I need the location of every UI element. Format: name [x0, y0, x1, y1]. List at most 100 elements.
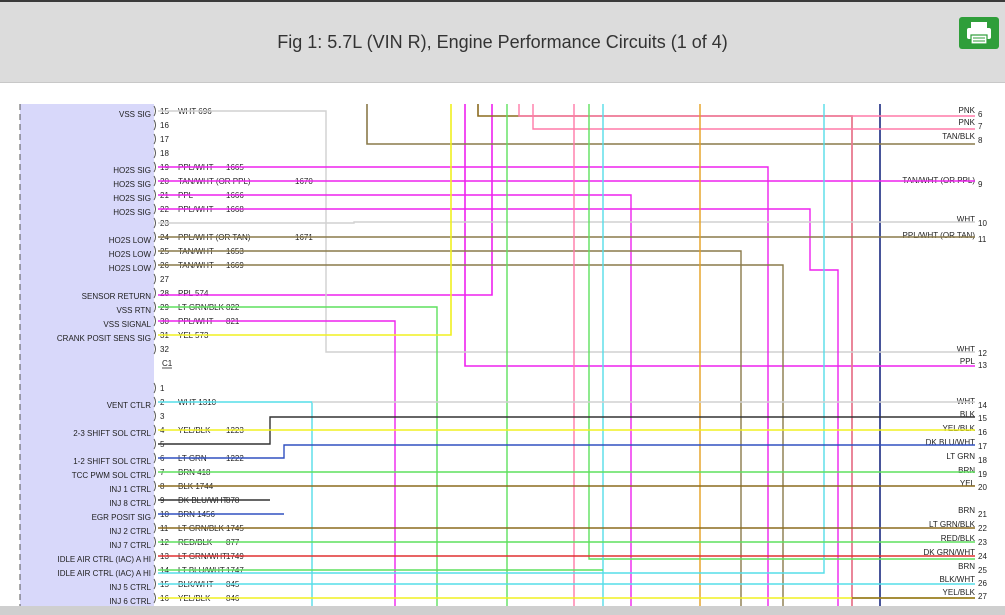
wire-wht-10 [158, 221, 975, 224]
pin-function-label: HO2S SIG [113, 194, 151, 203]
pin-function-label: INJ 6 CTRL [109, 597, 151, 606]
pin-function-label: VSS SIG [119, 110, 151, 119]
wire-ppl-1666 [158, 194, 632, 609]
right-terminal-number: 8 [978, 136, 983, 145]
pin-bracket [153, 466, 156, 478]
right-wire-label: BLK/WHT [939, 575, 975, 584]
print-button[interactable] [959, 17, 999, 49]
pin-bracket [153, 564, 156, 576]
right-terminal-number: 7 [978, 122, 983, 131]
right-wire-label: WHT [957, 345, 975, 354]
pin-bracket [153, 175, 156, 187]
wire-color-label: PPL 574 [178, 289, 209, 298]
pin-function-label: TCC PWM SOL CTRL [72, 471, 152, 480]
bottom-scrollbar[interactable] [0, 606, 1005, 615]
pin-bracket [153, 161, 156, 173]
wire-yel-573 [158, 104, 452, 336]
pin-bracket [153, 494, 156, 506]
right-wire-label: WHT [957, 215, 975, 224]
pin-bracket [153, 410, 156, 422]
ecm-module-box [20, 104, 154, 609]
right-wire-label: PPL [960, 357, 976, 366]
right-wire-label: YEL [960, 479, 976, 488]
wire-pnk-7 [532, 104, 975, 130]
wire-pplwht-1668 [158, 208, 839, 609]
pin-bracket [153, 592, 156, 604]
right-wire-label: LT GRN [946, 452, 975, 461]
pin-function-label: VENT CTLR [107, 401, 152, 410]
wire-dkgrnwht-24 [588, 104, 975, 560]
right-terminal-number: 18 [978, 456, 987, 465]
pin-bracket [153, 578, 156, 590]
pin-bracket [153, 329, 156, 341]
pin-bracket [153, 550, 156, 562]
pin-bracket [153, 217, 156, 229]
pin-function-label: INJ 8 CTRL [109, 499, 151, 508]
right-terminal-number: 16 [978, 428, 987, 437]
right-terminal-number: 25 [978, 566, 987, 575]
pin-function-label: HO2S SIG [113, 166, 151, 175]
pin-function-label: 1-2 SHIFT SOL CTRL [73, 457, 151, 466]
pin-function-label: INJ 5 CTRL [109, 583, 151, 592]
right-wire-label: YEL/BLK [943, 588, 976, 597]
right-terminal-number: 21 [978, 510, 987, 519]
right-wire-label: LT GRN/BLK [929, 520, 976, 529]
printer-icon [967, 22, 991, 45]
right-wire-label: BRN [958, 466, 975, 475]
right-terminal-number: 17 [978, 442, 987, 451]
pin-bracket [153, 315, 156, 327]
right-wire-label: BRN [958, 562, 975, 571]
pin-bracket [153, 438, 156, 450]
pin-number: 32 [160, 345, 169, 354]
pin-function-label: VSS SIGNAL [103, 320, 151, 329]
pin-bracket [153, 203, 156, 215]
pin-function-label: VSS RTN [116, 306, 151, 315]
top-border [0, 0, 1005, 2]
pin-bracket [153, 343, 156, 355]
wire-wht-696 [158, 110, 975, 353]
connector-label: C1 [162, 359, 173, 368]
right-wire-label: PNK [959, 118, 976, 127]
right-terminal-number: 11 [978, 235, 987, 244]
pin-bracket [153, 231, 156, 243]
pin-bracket [153, 259, 156, 271]
right-terminal-number: 26 [978, 579, 987, 588]
pin-number: 3 [160, 412, 165, 421]
wire-dkbluwht-17 [158, 444, 975, 459]
pin-bracket [153, 382, 156, 394]
right-terminal-number: 15 [978, 414, 987, 423]
pin-function-label: IDLE AIR CTRL (IAC) A HI [57, 569, 151, 578]
pin-function-label: 2-3 SHIFT SOL CTRL [73, 429, 151, 438]
pin-function-label: HO2S LOW [109, 250, 152, 259]
pin-bracket [153, 287, 156, 299]
wire-ltbluwht-1747 [158, 104, 825, 574]
pin-function-label: INJ 1 CTRL [109, 485, 151, 494]
pin-function-label: EGR POSIT SIG [92, 513, 151, 522]
right-terminal-number: 19 [978, 470, 987, 479]
pin-bracket [153, 301, 156, 313]
right-wire-label: RED/BLK [941, 534, 976, 543]
right-wire-label: TAN/BLK [942, 132, 975, 141]
right-wire-label: BRN [958, 506, 975, 515]
right-terminal-number: 20 [978, 483, 987, 492]
wire-ppl-wht-1665 [158, 166, 769, 609]
right-wire-label: YEL/BLK [943, 424, 976, 433]
pin-bracket [153, 105, 156, 117]
pin-bracket [153, 396, 156, 408]
pin-bracket [153, 522, 156, 534]
wire-tanwht-1669 [158, 264, 784, 609]
right-terminal-number: 27 [978, 592, 987, 601]
wire-brn-top [477, 104, 853, 609]
right-wire-label: DK BLU/WHT [926, 438, 975, 447]
pin-number: 1 [160, 384, 165, 393]
wire-pplwht-821 [158, 320, 396, 609]
pin-bracket [153, 245, 156, 257]
pin-number: 27 [160, 275, 169, 284]
right-terminal-number: 9 [978, 180, 983, 189]
pin-number: 17 [160, 135, 169, 144]
right-wire-label: PNK [959, 106, 976, 115]
pin-function-label: HO2S LOW [109, 264, 152, 273]
pin-function-label: HO2S LOW [109, 236, 152, 245]
